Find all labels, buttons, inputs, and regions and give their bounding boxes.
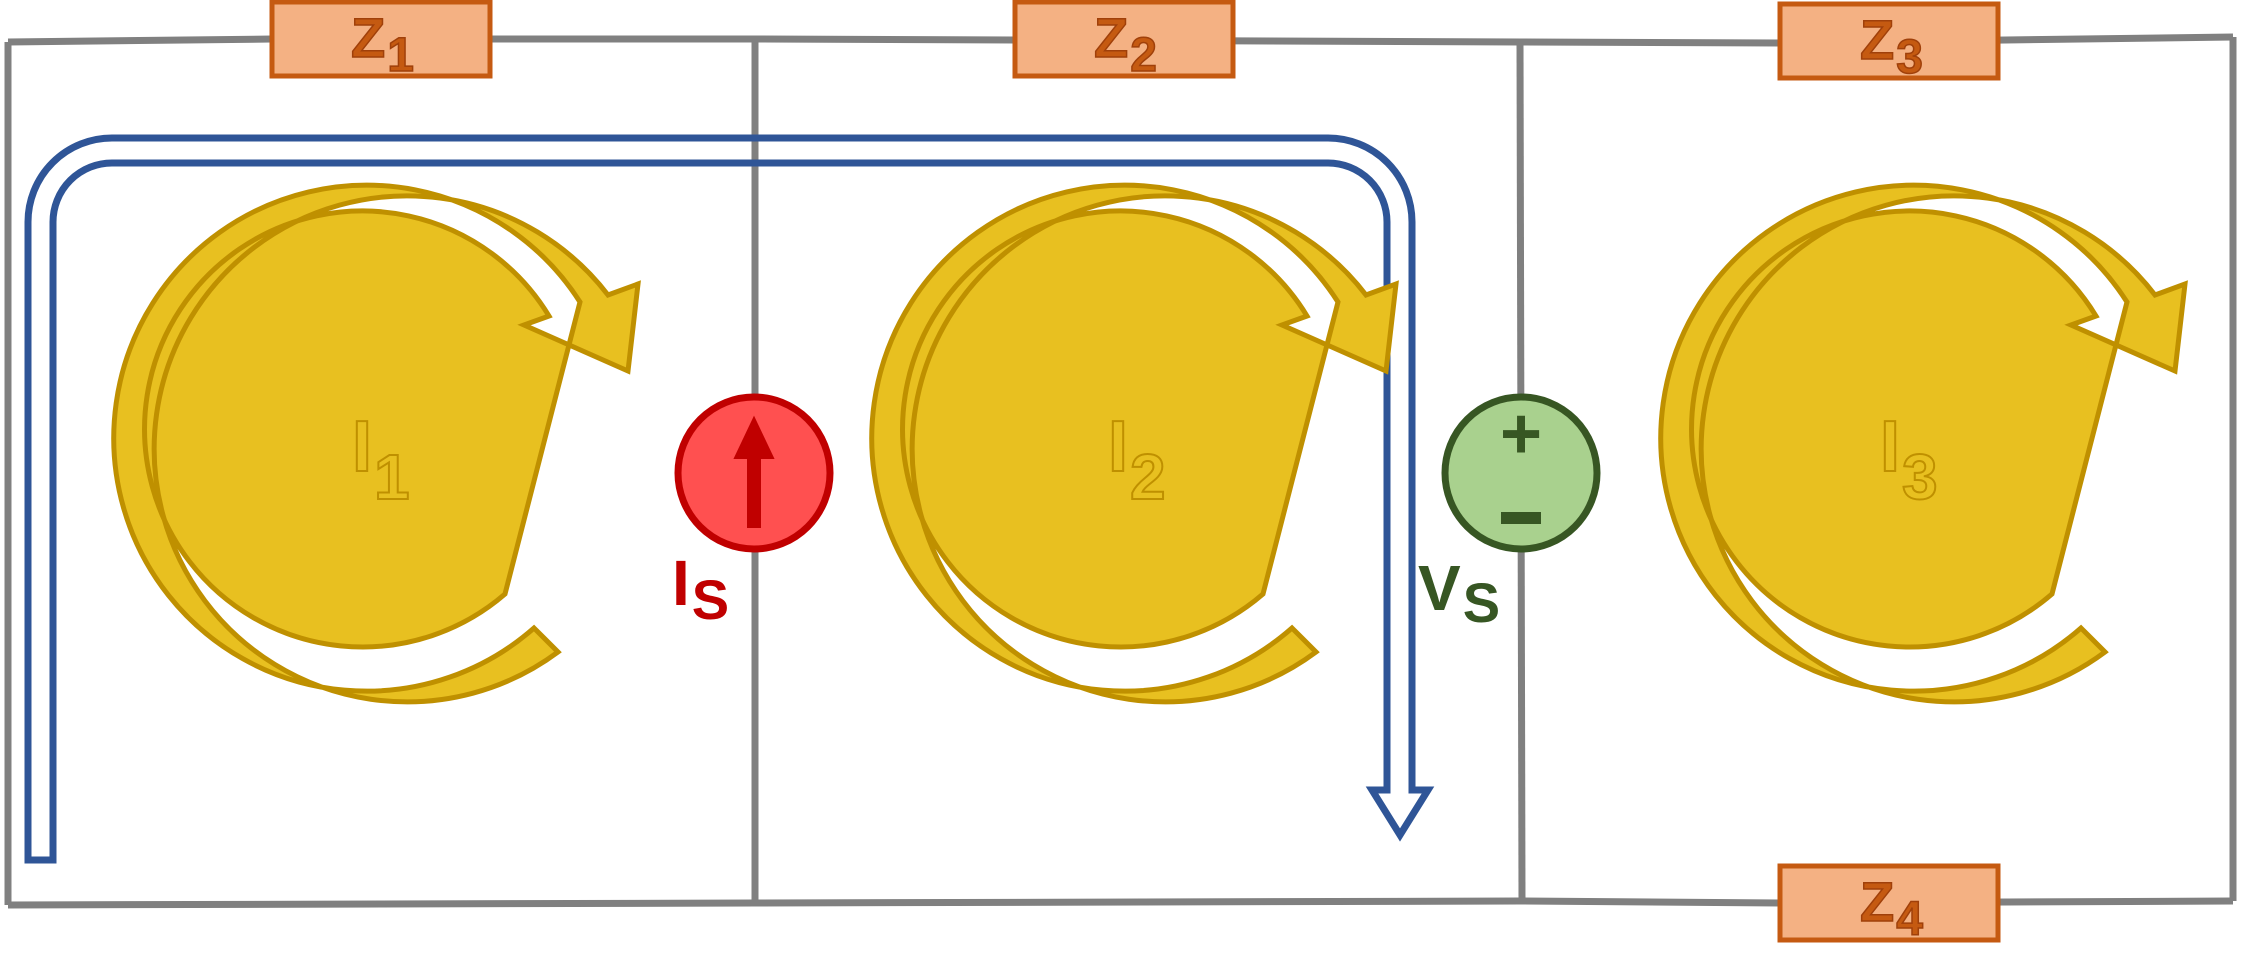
impedance-z4-box	[1777, 863, 2001, 943]
impedance-z4-label: Z4	[1860, 870, 1923, 946]
impedance-z1-box	[269, 0, 493, 79]
current-source-label: IS	[672, 547, 729, 631]
mesh-current-i3-label: I3	[1880, 407, 1938, 513]
impedance-z3-box	[1777, 1, 2001, 81]
mesh-current-i1: I1	[114, 185, 638, 702]
current-source: IS	[672, 393, 834, 631]
voltage-source-minus: -	[1519, 515, 1523, 529]
impedance-z2-box	[1012, 0, 1236, 79]
voltage-source-circle	[1441, 393, 1601, 553]
impedance-z1-label: Z1	[351, 6, 414, 82]
impedance-z3-label: Z3	[1860, 8, 1923, 84]
mesh-current-i1-label: I1	[352, 407, 410, 513]
supermesh-path	[24, 134, 1435, 864]
supermesh-outer-line	[24, 134, 1435, 864]
mesh-current-i3: I3	[1661, 185, 2185, 702]
voltage-source: + - VS	[1418, 393, 1601, 634]
impedance-z2-label: Z2	[1094, 6, 1157, 82]
mesh-current-i2-label: I2	[1108, 407, 1166, 513]
impedance-z1: Z1	[269, 0, 493, 83]
impedance-z3: Z3	[1777, 1, 2001, 85]
voltage-source-minus-mark	[1501, 512, 1541, 524]
impedance-z2: Z2	[1012, 0, 1236, 83]
arrow-up-icon	[733, 415, 775, 528]
impedance-z4: Z4	[1777, 863, 2001, 947]
voltage-source-plus: +	[1500, 394, 1542, 474]
voltage-source-label: VS	[1418, 552, 1500, 634]
mesh-current-i2: I2	[872, 185, 1396, 702]
